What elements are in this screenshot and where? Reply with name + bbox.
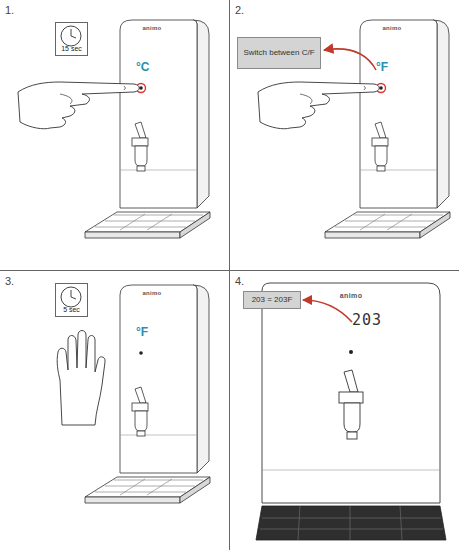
step-number: 4.	[235, 275, 244, 287]
display-reading: °C	[136, 60, 149, 74]
body-seam	[262, 470, 440, 471]
clock-hands	[71, 290, 76, 299]
display-reading: °F	[136, 325, 148, 339]
hand-outline	[18, 82, 139, 129]
faucet-lever	[344, 370, 358, 392]
callout-box: Switch between C/F	[237, 37, 321, 69]
display-reading: 203	[352, 311, 382, 329]
step-number: 3.	[5, 275, 14, 287]
hand-detail	[300, 86, 366, 104]
clock-icon	[61, 26, 81, 46]
faucet-block	[339, 392, 363, 403]
panel-divider	[229, 0, 230, 550]
timer-box: 5 sec	[55, 283, 88, 317]
brand-logo: animo	[382, 25, 401, 31]
clock-hands	[71, 29, 76, 38]
water-dispenser-front	[256, 283, 446, 540]
box-text: 5 sec	[63, 306, 80, 314]
callout-box: 203 = 203F	[243, 291, 301, 309]
water-dispenser	[85, 285, 210, 503]
brand-logo: animo	[142, 25, 161, 31]
panel-divider	[0, 270, 459, 271]
drip-tray	[256, 506, 446, 540]
brand-logo: animo	[142, 290, 161, 296]
pointing-hand	[258, 82, 379, 129]
leader-arrow	[303, 300, 352, 322]
hand-outline	[258, 82, 379, 129]
brand-logo: animo	[340, 292, 363, 299]
step-number: 2.	[235, 4, 244, 16]
box-text: 15 sec	[61, 45, 82, 53]
clock-icon	[61, 287, 81, 307]
hand-detail	[60, 86, 126, 104]
pointing-hand	[18, 82, 139, 129]
control-button	[349, 350, 353, 354]
drip-tray-grid	[260, 506, 443, 540]
leader-arrow	[324, 49, 376, 70]
timer-box: 15 sec	[55, 22, 88, 56]
water-dispenser	[85, 20, 210, 238]
faucet-spout	[344, 403, 360, 432]
dispenser-body	[262, 283, 440, 503]
water-dispenser	[325, 20, 450, 238]
display-reading: °F	[376, 60, 388, 74]
step-number: 1.	[5, 4, 14, 16]
open-hand	[57, 331, 105, 426]
box-text: 203 = 203F	[252, 296, 293, 305]
box-text: Switch between C/F	[243, 49, 314, 58]
faucet-tip	[347, 432, 357, 439]
